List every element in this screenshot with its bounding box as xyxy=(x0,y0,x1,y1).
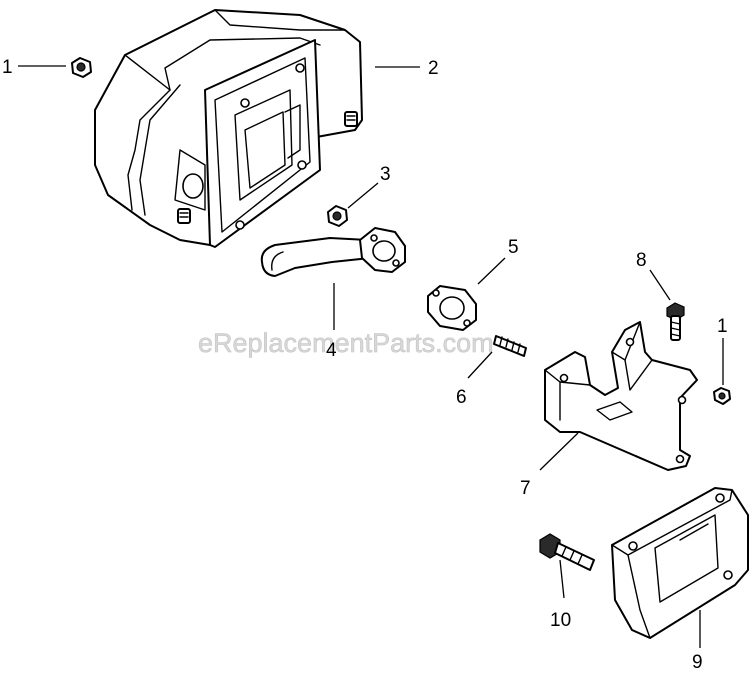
exhaust-pipe-part xyxy=(260,227,406,277)
watermark-text: eReplacementParts.com xyxy=(198,328,494,358)
callout-8-screw: 8 xyxy=(636,250,647,271)
guard-screw-part xyxy=(539,533,595,571)
bracket-nut-part xyxy=(713,387,731,405)
callout-1-muffler-nut: 1 xyxy=(2,57,13,78)
muffler-stud-upper xyxy=(344,111,358,127)
callout-2-muffler: 2 xyxy=(428,58,439,79)
exhaust-gasket-part xyxy=(427,285,477,331)
callout-4-exhaust-pipe: 4 xyxy=(326,340,337,361)
muffler-part xyxy=(94,9,363,248)
callout-3-nut: 3 xyxy=(380,164,391,185)
leader-line-8 xyxy=(649,269,671,301)
callout-5-gasket: 5 xyxy=(508,237,519,258)
stud-part xyxy=(493,335,527,357)
callout-6-stud: 6 xyxy=(456,387,467,408)
leader-line-6 xyxy=(467,351,493,379)
callout-10-screw: 10 xyxy=(550,610,571,631)
leader-line-3 xyxy=(347,182,379,209)
muffler-stud-lower xyxy=(177,208,191,224)
leader-line-5 xyxy=(477,257,506,285)
callout-1-nut-right: 1 xyxy=(717,316,728,337)
muffler-bracket-part xyxy=(544,321,698,471)
muffler-nut-part xyxy=(71,57,92,78)
gasket-nut-part xyxy=(327,205,348,227)
callout-7-bracket: 7 xyxy=(520,478,531,499)
muffler-guard-part xyxy=(611,487,749,639)
callout-9-guard: 9 xyxy=(692,652,703,673)
leader-line-7 xyxy=(539,432,579,471)
bracket-screw-part xyxy=(666,302,685,341)
leader-line-10 xyxy=(559,559,565,599)
